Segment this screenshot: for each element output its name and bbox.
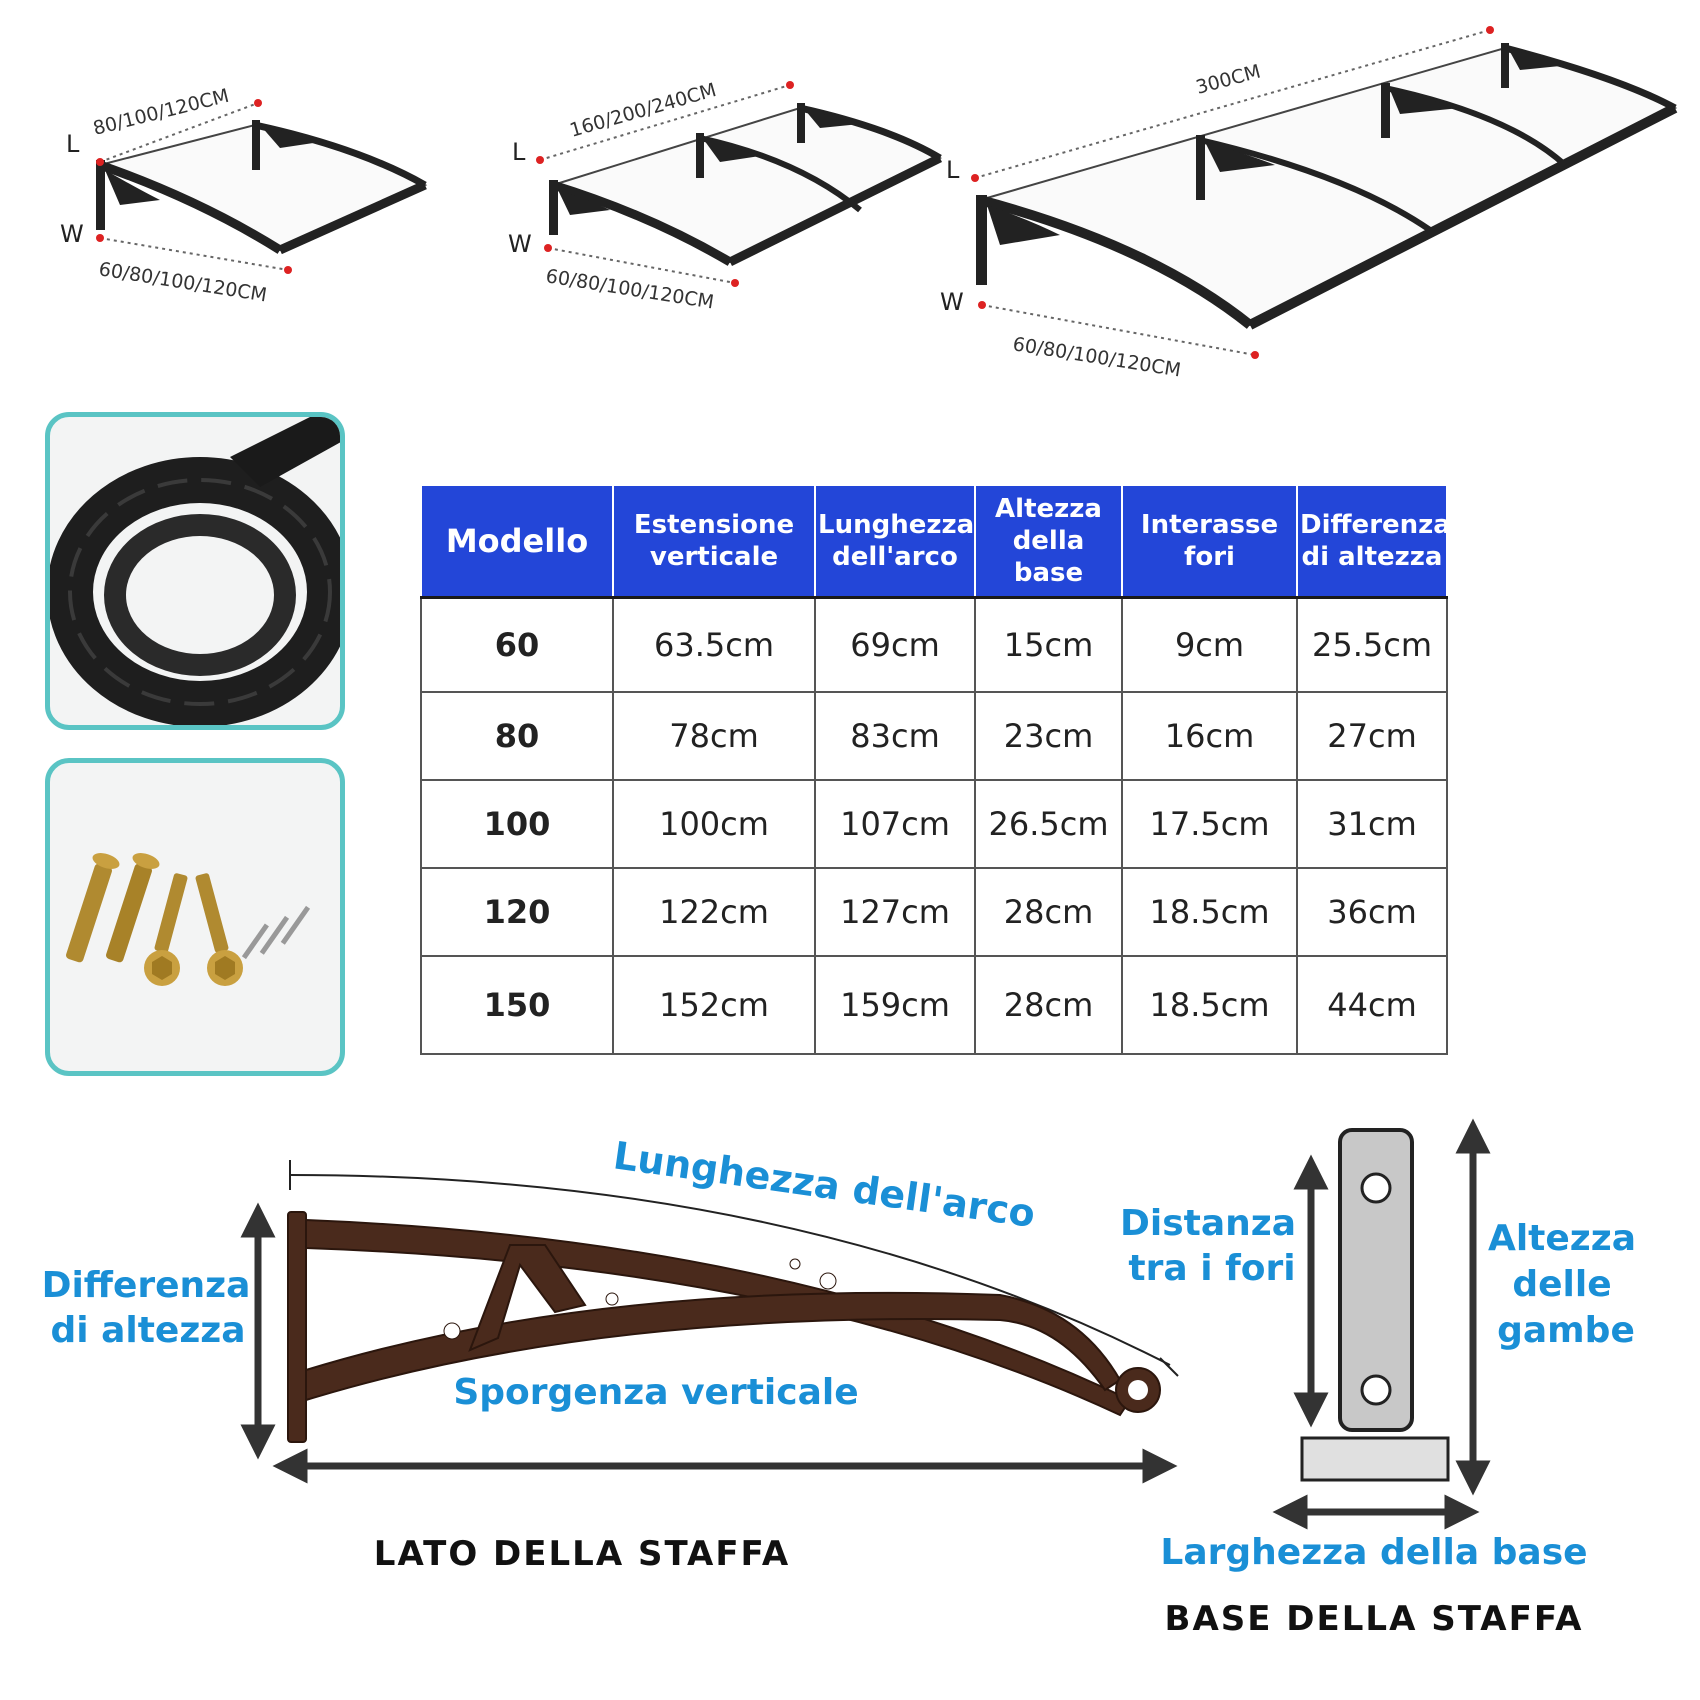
awning-large-length-label: 300CM <box>1194 61 1263 99</box>
table-cell: 18.5cm <box>1121 955 1298 1055</box>
header-modello: Modello <box>420 484 614 599</box>
table-row: 80 78cm 83cm 23cm 16cm 27cm <box>420 691 1448 781</box>
vertical-projection-label: Sporgenza verticale <box>453 1372 858 1413</box>
table-cell: 26.5cm <box>974 779 1123 869</box>
table-cell-model: 100 <box>420 779 614 869</box>
header-text: Altezza <box>995 494 1102 524</box>
height-diff-label-line1: Differenza <box>42 1265 251 1306</box>
bracket-base-plate <box>1338 1128 1414 1432</box>
table-cell: 18.5cm <box>1121 867 1298 957</box>
table-cell-model: 150 <box>420 955 614 1055</box>
header-text: Interasse <box>1140 510 1279 540</box>
header-text: Estensione <box>633 510 795 540</box>
table-cell: 23cm <box>974 691 1123 781</box>
screws-anchors-box <box>45 758 345 1076</box>
header-text: Lunghezza <box>818 510 975 540</box>
hole-distance-label-line1: Distanza <box>1120 1203 1296 1244</box>
header-text: di altezza <box>1301 542 1443 572</box>
table-cell-model: 120 <box>420 867 614 957</box>
table-row: 150 152cm 159cm 28cm 18.5cm 44cm <box>420 955 1448 1055</box>
awning-small-width-label: 60/80/100/120CM <box>97 258 268 306</box>
awning-large-l-letter: L <box>946 156 960 184</box>
rubber-seal-box <box>45 412 345 730</box>
table-cell: 15cm <box>974 596 1123 693</box>
awning-medium-length-label: 160/200/240CM <box>567 79 718 142</box>
table-cell: 44cm <box>1296 955 1448 1055</box>
awning-drawings: 80/100/120CM 60/80/100/120CM L W 160/200… <box>60 26 1678 380</box>
table-cell: 28cm <box>974 867 1123 957</box>
leg-height-label-line1: Altezza <box>1488 1218 1636 1259</box>
table-cell: 100cm <box>612 779 816 869</box>
bracket-base-foot <box>1300 1436 1450 1482</box>
bracket-diagrams: Lunghezza dell'arco Differenza di altezz… <box>42 1118 1636 1639</box>
height-diff-label-line2: di altezza <box>50 1310 245 1351</box>
leg-height-label-line2: delle <box>1512 1264 1611 1305</box>
table-cell: 69cm <box>814 596 976 693</box>
base-width-label: Larghezza della base <box>1160 1532 1587 1573</box>
table-cell-model: 80 <box>420 691 614 781</box>
table-cell: 83cm <box>814 691 976 781</box>
table-cell: 78cm <box>612 691 816 781</box>
header-text: Differenza <box>1300 510 1451 540</box>
table-cell: 152cm <box>612 955 816 1055</box>
table-cell: 122cm <box>612 867 816 957</box>
header-text: Modello <box>445 522 589 560</box>
table-cell: 9cm <box>1121 596 1298 693</box>
arc-length-label: Lunghezza dell'arco <box>611 1133 1038 1236</box>
hole-distance-label-line2: tra i fori <box>1128 1248 1295 1289</box>
bracket-side-diagram: Lunghezza dell'arco Differenza di altezz… <box>42 1133 1179 1574</box>
screws-anchors-image <box>66 853 311 986</box>
bracket-base-diagram: Distanza tra i fori Altezza delle gambe … <box>1120 1118 1636 1639</box>
bracket-side-shape <box>287 1211 1161 1443</box>
header-text: verticale <box>649 542 779 572</box>
table-row: 60 63.5cm 69cm 15cm 9cm 25.5cm <box>420 596 1448 693</box>
table-cell: 159cm <box>814 955 976 1055</box>
table-cell: 36cm <box>1296 867 1448 957</box>
table-cell-model: 60 <box>420 596 614 693</box>
awning-medium-w-letter: W <box>508 230 532 258</box>
anchor-bolt-icon <box>66 853 120 963</box>
table-cell: 28cm <box>974 955 1123 1055</box>
header-text: fori <box>1184 542 1235 572</box>
table-cell: 107cm <box>814 779 976 869</box>
awning-medium-l-letter: L <box>512 138 526 166</box>
table-cell: 17.5cm <box>1121 779 1298 869</box>
leg-height-label-line3: gambe <box>1497 1310 1635 1351</box>
table-cell: 63.5cm <box>612 596 816 693</box>
lag-bolt-icon <box>144 873 188 986</box>
table-row: 100 100cm 107cm 26.5cm 17.5cm 31cm <box>420 779 1448 869</box>
anchor-bolt-icon <box>106 853 160 963</box>
lag-bolt-icon <box>195 873 243 986</box>
awning-medium: 160/200/240CM 60/80/100/120CM L W <box>508 79 942 313</box>
table-cell: 16cm <box>1121 691 1298 781</box>
awning-medium-width-label: 60/80/100/120CM <box>544 265 715 313</box>
awning-small-l-letter: L <box>66 130 80 158</box>
table-cell: 27cm <box>1296 691 1448 781</box>
awning-small: 80/100/120CM 60/80/100/120CM L W <box>60 85 428 306</box>
rubber-seal-roll-image <box>50 417 340 725</box>
header-text: della base <box>1012 526 1085 588</box>
awning-small-length-label: 80/100/120CM <box>91 85 231 140</box>
table-cell: 25.5cm <box>1296 596 1448 693</box>
table-cell: 127cm <box>814 867 976 957</box>
awning-small-w-letter: W <box>60 220 84 248</box>
table-cell: 31cm <box>1296 779 1448 869</box>
bracket-side-title: LATO DELLA STAFFA <box>374 1534 790 1574</box>
table-row: 120 122cm 127cm 28cm 18.5cm 36cm <box>420 867 1448 957</box>
bracket-base-title: BASE DELLA STAFFA <box>1165 1599 1584 1639</box>
screw-icon <box>241 905 311 960</box>
awning-large-w-letter: W <box>940 288 964 316</box>
awning-large: 300CM 60/80/100/120CM L W <box>940 26 1678 380</box>
awning-large-width-label: 60/80/100/120CM <box>1011 333 1182 380</box>
header-text: dell'arco <box>832 542 958 572</box>
